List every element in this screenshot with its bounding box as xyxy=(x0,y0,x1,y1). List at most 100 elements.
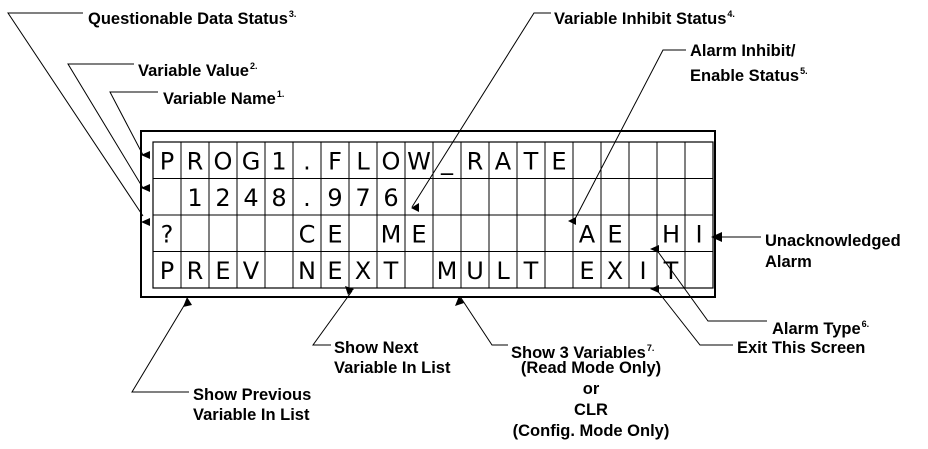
alarm-type-arrowhead xyxy=(650,245,659,253)
show-3-leader xyxy=(460,297,508,346)
lcd-character: 8 xyxy=(271,184,286,212)
alarm-inhibit-label-line1: Alarm Inhibit/ xyxy=(690,42,796,60)
show-previous-arrowhead xyxy=(183,297,192,307)
questionable-leader xyxy=(7,12,144,217)
lcd-character: X xyxy=(607,257,623,285)
lcd-character: E xyxy=(327,257,342,285)
lcd-character: F xyxy=(328,147,342,175)
lcd-character: X xyxy=(355,257,371,285)
row-3-pointer-arrowhead xyxy=(141,218,150,226)
show-next-label-line2: Variable In List xyxy=(334,359,451,377)
lcd-character: V xyxy=(243,257,260,285)
unacknowledged-label-line2: Alarm xyxy=(765,253,812,271)
show-previous-leader xyxy=(131,303,189,393)
unacknowledged-label-line1: Unacknowledged xyxy=(765,232,901,250)
variable-inhibit-label-note: 4. xyxy=(727,9,735,19)
row-1-pointer-arrowhead xyxy=(141,151,150,159)
alarm-inhibit-label-line2: Enable Status5. xyxy=(690,62,808,86)
lcd-character: 2 xyxy=(215,184,230,212)
lcd-character: O xyxy=(214,147,233,175)
lcd-cell-grid xyxy=(153,142,713,288)
lcd-character: R xyxy=(187,147,204,175)
variable-name-label: Variable Name1. xyxy=(163,85,284,109)
lcd-character: . xyxy=(303,184,311,212)
lcd-character: T xyxy=(523,147,539,175)
alarm-type-label-note: 6. xyxy=(861,319,870,329)
lcd-character: L xyxy=(496,257,510,285)
alarm-type-label-text: Alarm Type xyxy=(772,320,861,338)
variable-inhibit-arrowhead xyxy=(411,203,419,212)
lcd-character: W xyxy=(407,147,431,175)
lcd-character: G xyxy=(242,147,261,175)
alarm-inhibit-arrowhead xyxy=(568,217,576,225)
lcd-character: M xyxy=(437,257,458,285)
lcd-character: E xyxy=(327,220,342,248)
lcd-character: 6 xyxy=(383,184,398,212)
leader-lines xyxy=(7,12,767,393)
exit-screen-leader xyxy=(655,288,733,346)
variable-inhibit-status-label: Variable Inhibit Status4. xyxy=(554,5,735,29)
lcd-character: R xyxy=(187,257,204,285)
questionable-data-status-label: Questionable Data Status3. xyxy=(88,5,296,29)
lcd-character: 9 xyxy=(327,184,342,212)
questionable-label-note: 3. xyxy=(288,9,297,19)
lcd-character: T xyxy=(383,257,399,285)
show-next-leader xyxy=(312,290,353,346)
row-2-pointer-arrowhead xyxy=(141,184,150,192)
lcd-character: M xyxy=(381,220,402,248)
alarm-inhibit-label-note: 5. xyxy=(800,66,808,76)
show-3-label-text: Show 3 Variables xyxy=(511,344,646,362)
lcd-character: 4 xyxy=(243,184,258,212)
lcd-character: P xyxy=(160,257,174,285)
lcd-character: . xyxy=(303,147,311,175)
show-3-arrowhead xyxy=(455,296,464,306)
lcd-character: _ xyxy=(440,147,454,175)
lcd-character: E xyxy=(215,257,230,285)
variable-value-label-text: Variable Value xyxy=(138,62,249,80)
lcd-character: 1 xyxy=(271,147,286,175)
variable-name-label-text: Variable Name xyxy=(163,90,276,108)
variable-inhibit-leader xyxy=(411,12,551,208)
variable-name-label-note: 1. xyxy=(276,89,285,99)
show-next-label-line1: Show Next xyxy=(334,339,419,357)
lcd-character: L xyxy=(356,147,370,175)
unacknowledged-arrowhead xyxy=(711,232,722,242)
lcd-character: N xyxy=(298,257,316,285)
variable-value-leader xyxy=(67,63,144,189)
read-mode-label: (Read Mode Only) xyxy=(520,359,662,377)
lcd-character: E xyxy=(579,257,594,285)
lcd-character: A xyxy=(579,220,596,248)
questionable-label-text: Questionable Data Status xyxy=(88,10,288,28)
lcd-character: E xyxy=(551,147,566,175)
show-3-label-note: 7. xyxy=(646,343,655,353)
lcd-character: O xyxy=(382,147,401,175)
show-previous-label-line1: Show Previous xyxy=(193,386,312,404)
exit-screen-label: Exit This Screen xyxy=(737,339,866,357)
lcd-character: U xyxy=(466,257,484,285)
or-label: or xyxy=(582,380,600,398)
lcd-character: I xyxy=(695,220,702,248)
variable-value-label: Variable Value2. xyxy=(138,57,258,81)
lcd-outer-border xyxy=(140,130,716,298)
lcd-character: 1 xyxy=(187,184,202,212)
show-next-arrowhead xyxy=(345,286,354,295)
lcd-character: R xyxy=(467,147,484,175)
lcd-character: ? xyxy=(161,220,174,248)
show-previous-label-line2: Variable In List xyxy=(193,406,310,424)
alarm-inhibit-label-text: Enable Status xyxy=(690,67,800,85)
lcd-character: A xyxy=(495,147,512,175)
show-3-variables-label: Show 3 Variables7. xyxy=(511,339,654,363)
exit-screen-arrowhead xyxy=(650,285,659,293)
variable-value-label-note: 2. xyxy=(250,61,258,71)
alarm-inhibit-leader xyxy=(574,49,686,220)
clr-label: CLR xyxy=(574,401,608,419)
lcd-character: T xyxy=(523,257,539,285)
variable-inhibit-label-text: Variable Inhibit Status xyxy=(554,10,727,28)
lcd-character: I xyxy=(639,257,646,285)
config-mode-label: (Config. Mode Only) xyxy=(512,422,670,440)
alarm-type-label: Alarm Type6. xyxy=(772,315,869,339)
lcd-character: C xyxy=(299,220,316,248)
